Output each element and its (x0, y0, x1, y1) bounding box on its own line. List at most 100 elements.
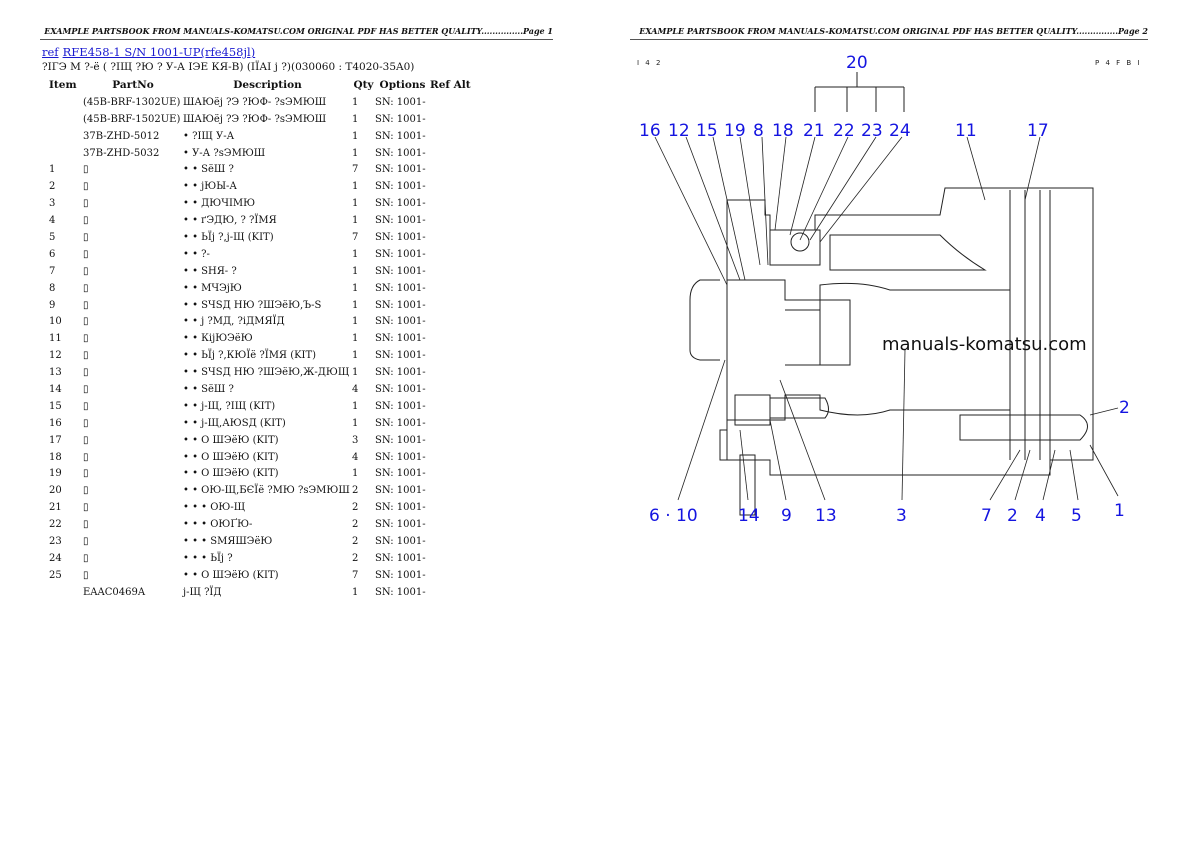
refalt-cell (430, 415, 471, 432)
refalt-cell (430, 229, 471, 246)
item-cell: 9 (49, 299, 56, 311)
callout-3: 3 (896, 506, 907, 526)
options-cell: SN: 1001- (375, 434, 426, 446)
qty-cell: 1 (352, 147, 359, 159)
partno-cell: (45B-BRF-1302UE) (83, 96, 181, 108)
description-cell: • • jЮЫ-А (183, 181, 237, 193)
refalt-cell (430, 584, 471, 601)
qty-cell: 1 (352, 367, 359, 379)
description-cell: • • j ?МД, ?іДМЯЇД (183, 316, 285, 328)
description-cell: • • • ОЮҐЮ- (183, 519, 253, 531)
description-cell: • • ?- (183, 248, 210, 260)
options-cell: SN: 1001- (375, 552, 426, 564)
refalt-cell (430, 195, 471, 212)
item-cell (44, 111, 83, 128)
item-cell: 25 (49, 569, 62, 581)
callout-16: 16 (639, 121, 661, 141)
qty-cell: 1 (352, 586, 359, 598)
callout-2: 2 (1007, 506, 1018, 526)
partno-cell: ▯ (83, 400, 89, 412)
item-cell: 17 (49, 434, 62, 446)
callout-6-10: 6 · 10 (649, 506, 698, 526)
partno-cell: ▯ (83, 552, 89, 564)
options-cell: SN: 1001- (375, 130, 426, 142)
qty-cell: 2 (352, 519, 359, 531)
model-link-text[interactable]: RFE458-1 S/N 1001-UP(rfe458jl) (62, 45, 256, 59)
options-cell: SN: 1001- (375, 265, 426, 277)
options-cell: SN: 1001- (375, 519, 426, 531)
refalt-cell (430, 161, 471, 178)
item-cell (44, 145, 83, 162)
description-cell: • • О ШЭёЮ (KIT) (183, 434, 279, 446)
options-cell: SN: 1001- (375, 181, 426, 193)
refalt-cell (430, 516, 471, 533)
options-cell: SN: 1001- (375, 231, 426, 243)
partno-cell: ▯ (83, 181, 89, 193)
callout-15: 15 (696, 121, 718, 141)
leader-lines (654, 136, 1119, 501)
callout-5: 5 (1071, 506, 1082, 526)
description-cell: • • ЬЇj ?,j-Щ (KIT) (183, 231, 274, 243)
description-cell: • • ДЮЧІМЮ (183, 198, 256, 210)
description-cell: • У-А ?sЭМЮШ (183, 147, 266, 159)
refalt-cell (430, 449, 471, 466)
refalt-cell (430, 178, 471, 195)
refalt-cell (430, 432, 471, 449)
options-cell: SN: 1001- (375, 316, 426, 328)
description-cell: • • j-Щ, ?ІЩ (KIT) (183, 400, 276, 412)
partno-cell: ▯ (83, 299, 89, 311)
item-cell: 3 (49, 198, 56, 210)
description-cell: ШАЮёj ?Э ?ЮФ- ?sЭМЮШ (183, 113, 327, 125)
refalt-cell (430, 567, 471, 584)
col-description: Description (233, 79, 302, 92)
options-cell: SN: 1001- (375, 113, 426, 125)
refalt-cell (430, 533, 471, 550)
qty-cell: 7 (352, 569, 359, 581)
refalt-cell (430, 330, 471, 347)
partno-cell: 37B-ZHD-5032 (83, 147, 160, 159)
callout-11: 11 (955, 121, 977, 141)
item-cell (44, 94, 83, 111)
item-cell: 19 (49, 468, 62, 480)
options-cell: SN: 1001- (375, 282, 426, 294)
qty-cell: 1 (352, 130, 359, 142)
item-cell: 21 (49, 502, 62, 514)
ref-link[interactable]: ref (42, 45, 59, 59)
refalt-cell (430, 212, 471, 229)
partno-cell: ▯ (83, 282, 89, 294)
callout-20: 20 (846, 53, 868, 73)
options-cell: SN: 1001- (375, 198, 426, 210)
item-cell: 14 (49, 383, 62, 395)
callout-2-right: 2 (1119, 398, 1130, 418)
qty-cell: 1 (352, 316, 359, 328)
partno-cell: 37B-ZHD-5012 (83, 130, 160, 142)
options-cell: SN: 1001- (375, 147, 426, 159)
assembly-subtitle: ?ІГЭ М ?-ё ( ?ІЩ ?Ю ? У-А ІЭЕ КЯ-В) (ІЇА… (42, 61, 415, 73)
refalt-cell (430, 111, 471, 128)
qty-cell: 2 (352, 485, 359, 497)
callout-18: 18 (772, 121, 794, 141)
callout-1: 1 (1114, 501, 1125, 521)
description-cell: • • j-Щ,АЮЅД (KIT) (183, 417, 286, 429)
refalt-cell (430, 364, 471, 381)
options-cell: SN: 1001- (375, 367, 426, 379)
item-cell: 4 (49, 215, 56, 227)
callout-labels: 20 16 12 15 19 8 18 21 22 23 24 11 17 2 … (639, 53, 1130, 526)
qty-cell: 1 (352, 215, 359, 227)
refalt-cell (430, 465, 471, 482)
qty-cell: 1 (352, 198, 359, 210)
item-cell (44, 584, 83, 601)
refalt-cell (430, 246, 471, 263)
callout-13: 13 (815, 506, 837, 526)
